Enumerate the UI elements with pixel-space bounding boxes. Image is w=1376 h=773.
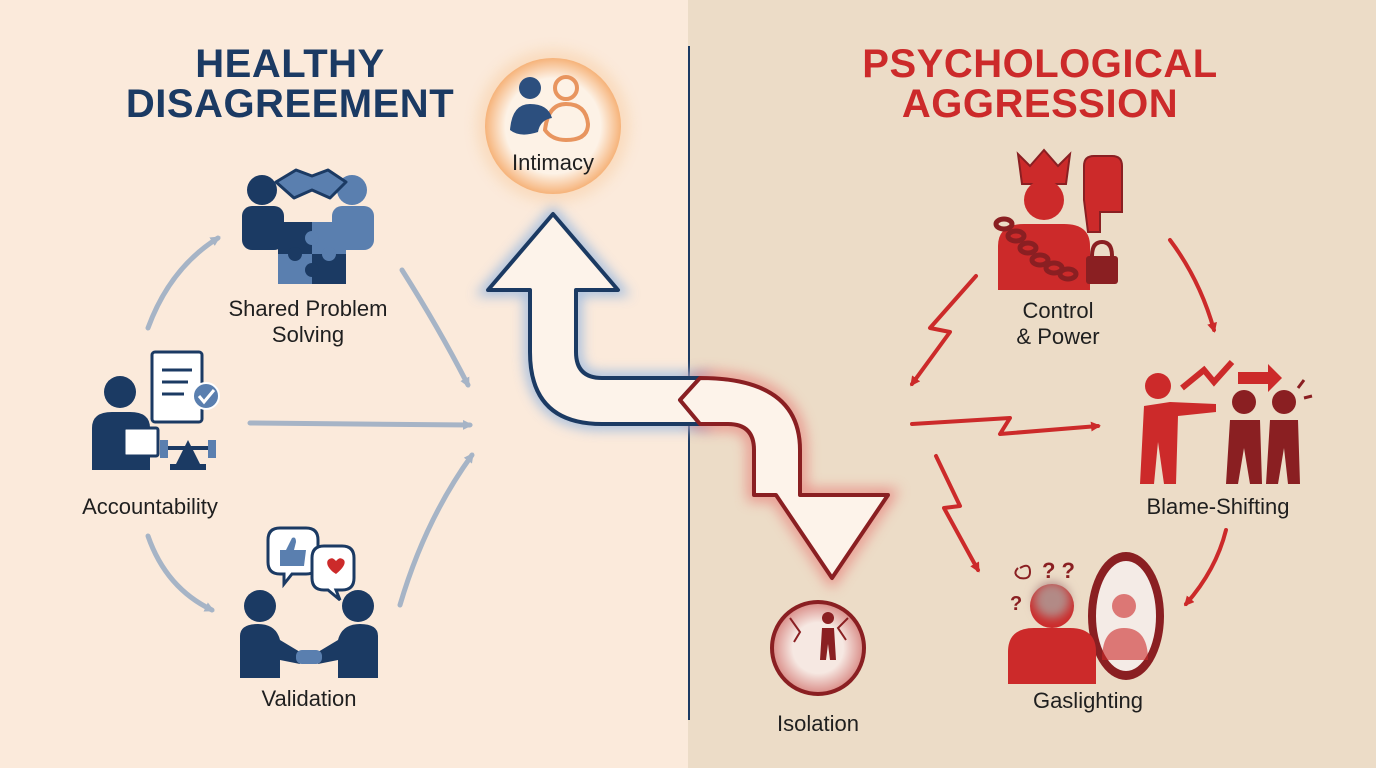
accountability-label: Accountability [82,494,218,519]
blame-shifting-icon [1140,359,1313,484]
validation-label: Validation [261,686,357,711]
aggression-flow-arrows [910,238,1228,607]
control-power-line2: & Power [1016,324,1100,349]
control-power-icon [993,148,1123,290]
growth-arrow [486,212,702,426]
shared-problem-solving-icon [242,168,374,284]
accountability-icon [92,350,220,470]
shared-problem-solving-line2: Solving [271,322,345,347]
blame-shifting-label: Blame-Shifting [1146,494,1290,519]
svg-text:?: ? [1010,593,1022,615]
control-power-line1: Control [1022,298,1094,323]
intimacy-icon [510,75,591,143]
psychological-aggression-title: PSYCHOLOGICAL AGGRESSION [800,44,1280,124]
shared-problem-solving-label: Shared Problem Solving [208,296,408,348]
decline-arrow [678,376,890,580]
gaslighting-icon: ? ? ? [1008,552,1164,684]
validation-icon [240,526,378,678]
aggression-title-line2: AGGRESSION [901,82,1179,126]
aggression-title-line1: PSYCHOLOGICAL [862,42,1218,86]
intimacy-label: Intimacy [512,150,594,175]
isolation-node [770,600,866,696]
healthy-title-line2: DISAGREEMENT [125,82,455,126]
control-power-label: Control & Power [988,298,1128,350]
svg-text:? ?: ? ? [1042,558,1075,583]
intimacy-node [477,50,629,202]
healthy-disagreement-title: HEALTHY DISAGREEMENT [70,44,510,124]
healthy-flow-arrows [145,235,475,613]
isolation-label: Isolation [777,711,859,736]
gaslighting-label: Gaslighting [1032,688,1144,713]
healthy-title-line1: HEALTHY [195,42,385,86]
shared-problem-solving-line1: Shared Problem [228,296,388,321]
